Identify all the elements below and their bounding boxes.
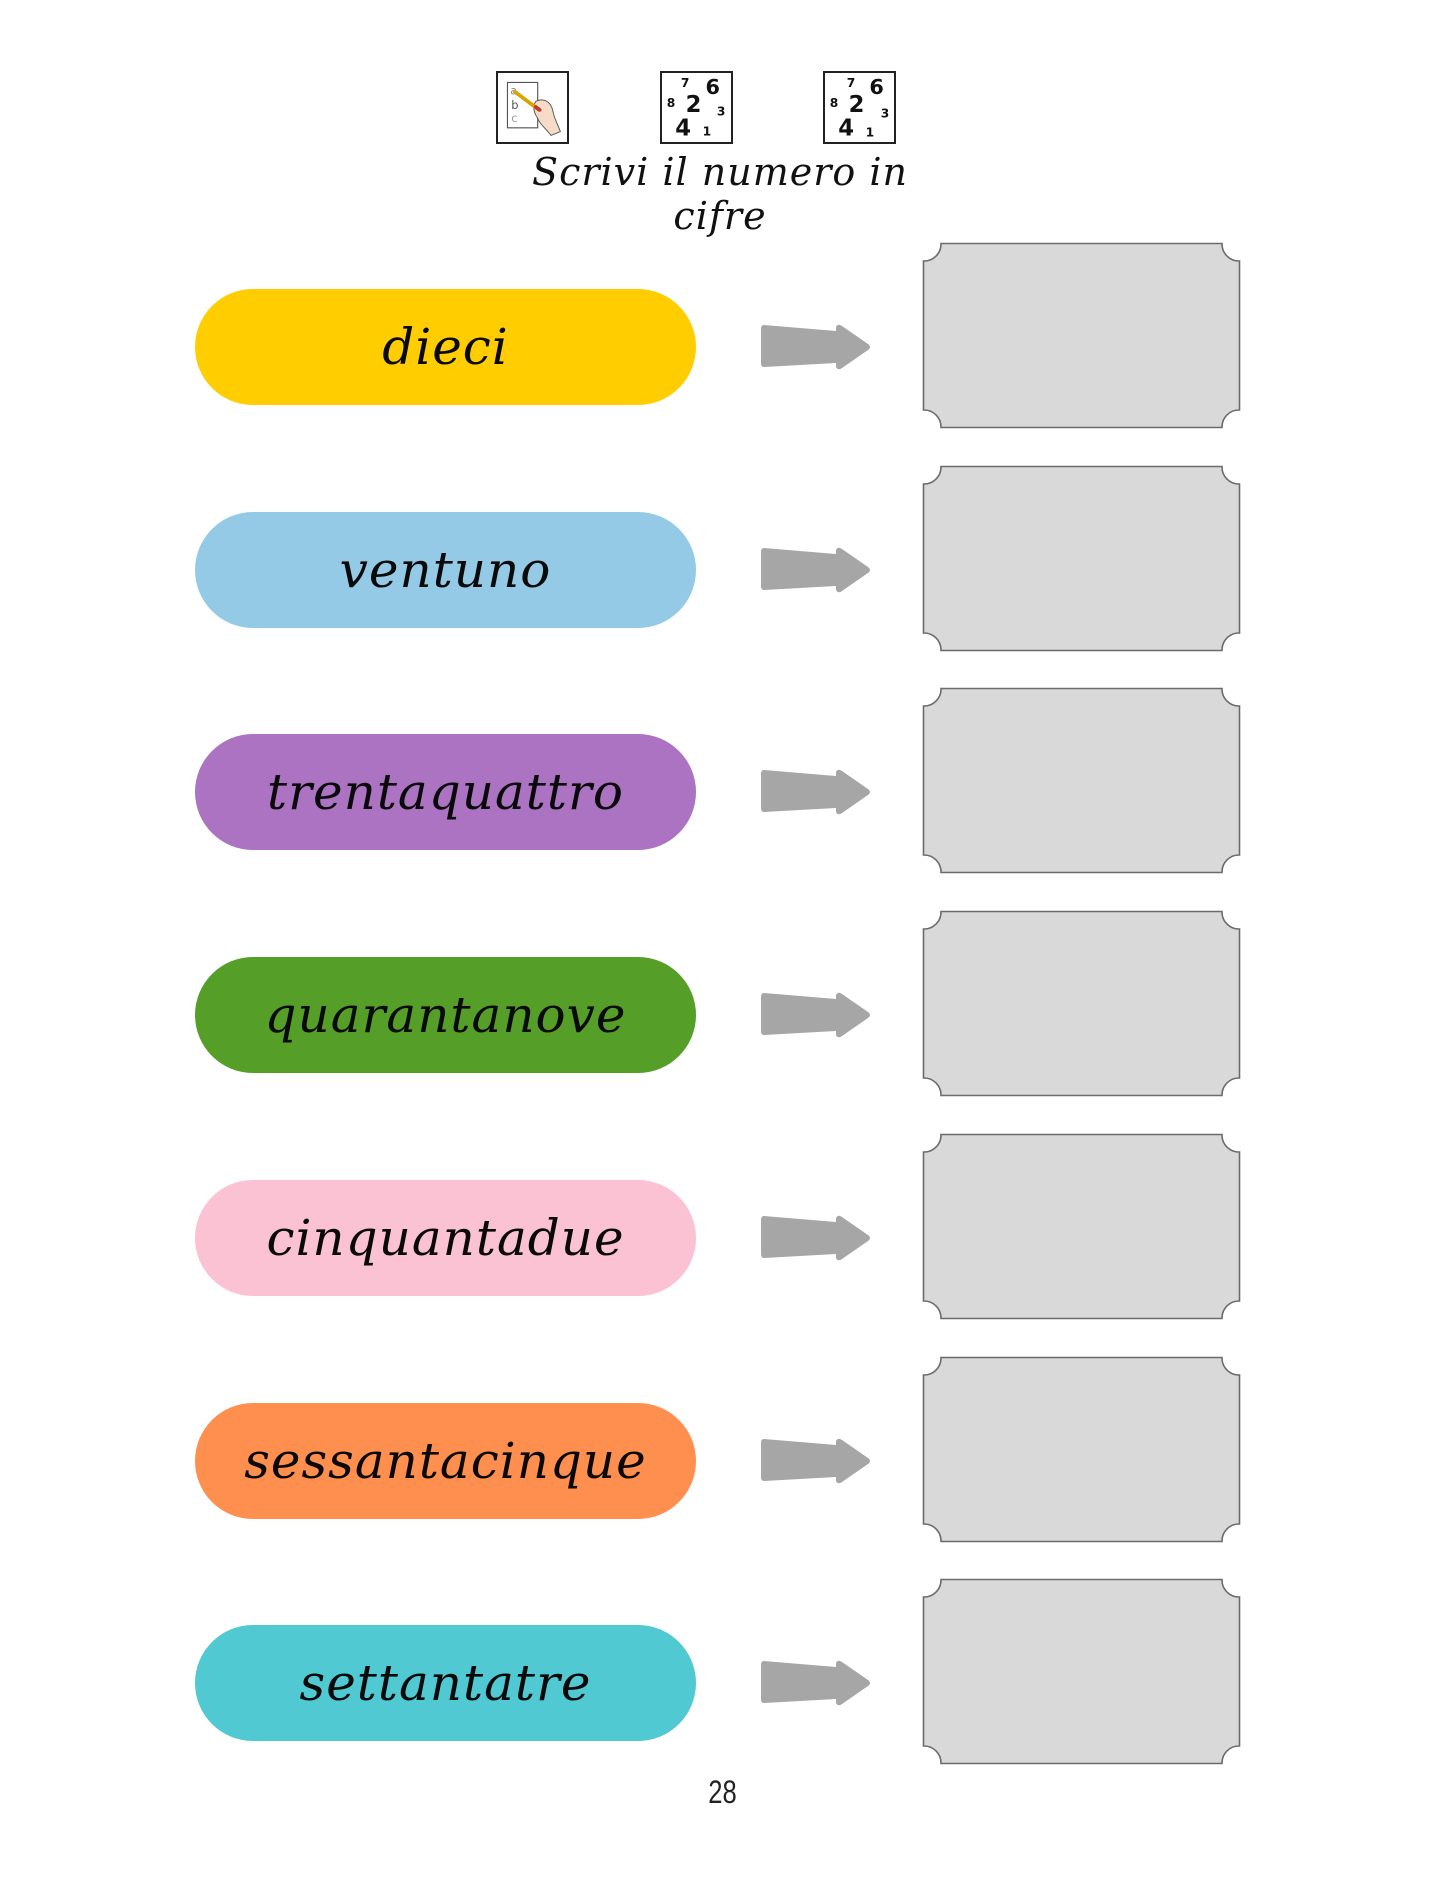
- number-word: dieci: [382, 318, 509, 376]
- number-word: sessantacinque: [244, 1432, 647, 1490]
- svg-text:4: 4: [675, 115, 691, 141]
- answer-box[interactable]: [922, 910, 1241, 1097]
- arrow-right-icon: [760, 768, 872, 816]
- number-word-pill: dieci: [195, 289, 696, 405]
- number-word-pill: trentaquattro: [195, 734, 696, 850]
- exercise-row-sessantacinque: sessantacinque: [0, 1356, 1445, 1543]
- svg-text:7: 7: [847, 76, 856, 90]
- number-word: ventuno: [339, 541, 552, 599]
- number-word: trentaquattro: [267, 763, 624, 821]
- svg-text:b: b: [511, 98, 518, 112]
- exercise-row-dieci: dieci: [0, 242, 1445, 429]
- arrow-right-icon: [760, 1437, 872, 1485]
- numbers-icon: 7 6 8 2 3 4 1: [660, 71, 733, 144]
- arrow-right-icon: [760, 1214, 872, 1262]
- answer-box[interactable]: [922, 687, 1241, 874]
- numbers-icon: 7 6 8 2 3 4 1: [823, 71, 896, 144]
- number-word-pill: sessantacinque: [195, 1403, 696, 1519]
- svg-text:7: 7: [681, 76, 690, 90]
- number-word: cinquantadue: [266, 1209, 625, 1267]
- exercise-row-trentaquattro: trentaquattro: [0, 687, 1445, 874]
- svg-text:2: 2: [849, 92, 865, 118]
- answer-box[interactable]: [922, 465, 1241, 652]
- svg-text:6: 6: [705, 75, 719, 99]
- number-word-pill: ventuno: [195, 512, 696, 628]
- svg-text:1: 1: [703, 124, 712, 138]
- number-word-pill: cinquantadue: [195, 1180, 696, 1296]
- number-word: quarantanove: [264, 986, 627, 1044]
- exercise-row-ventuno: ventuno: [0, 465, 1445, 652]
- arrow-right-icon: [760, 1659, 872, 1707]
- exercise-row-quarantanove: quarantanove: [0, 910, 1445, 1097]
- svg-text:1: 1: [866, 125, 875, 139]
- svg-text:8: 8: [667, 96, 676, 110]
- exercise-row-cinquantadue: cinquantadue: [0, 1133, 1445, 1320]
- answer-box[interactable]: [922, 1133, 1241, 1320]
- svg-text:c: c: [511, 111, 517, 125]
- svg-text:3: 3: [717, 105, 726, 119]
- svg-text:8: 8: [830, 96, 839, 110]
- exercise-row-settantatre: settantatre: [0, 1578, 1445, 1765]
- page-number: 28: [708, 1774, 737, 1810]
- number-word: settantatre: [299, 1654, 592, 1712]
- svg-text:4: 4: [838, 115, 854, 141]
- arrow-right-icon: [760, 546, 872, 594]
- arrow-right-icon: [760, 991, 872, 1039]
- svg-text:2: 2: [686, 92, 702, 118]
- arrow-right-icon: [760, 323, 872, 371]
- writing-hand-icon: a b c: [496, 71, 569, 144]
- number-word-pill: settantatre: [195, 1625, 696, 1741]
- answer-box[interactable]: [922, 1356, 1241, 1543]
- number-word-pill: quarantanove: [195, 957, 696, 1073]
- instruction-text: Scrivi il numero in cifre: [532, 150, 908, 238]
- svg-text:3: 3: [881, 106, 890, 120]
- answer-box[interactable]: [922, 1578, 1241, 1765]
- answer-box[interactable]: [922, 242, 1241, 429]
- svg-text:6: 6: [869, 75, 883, 99]
